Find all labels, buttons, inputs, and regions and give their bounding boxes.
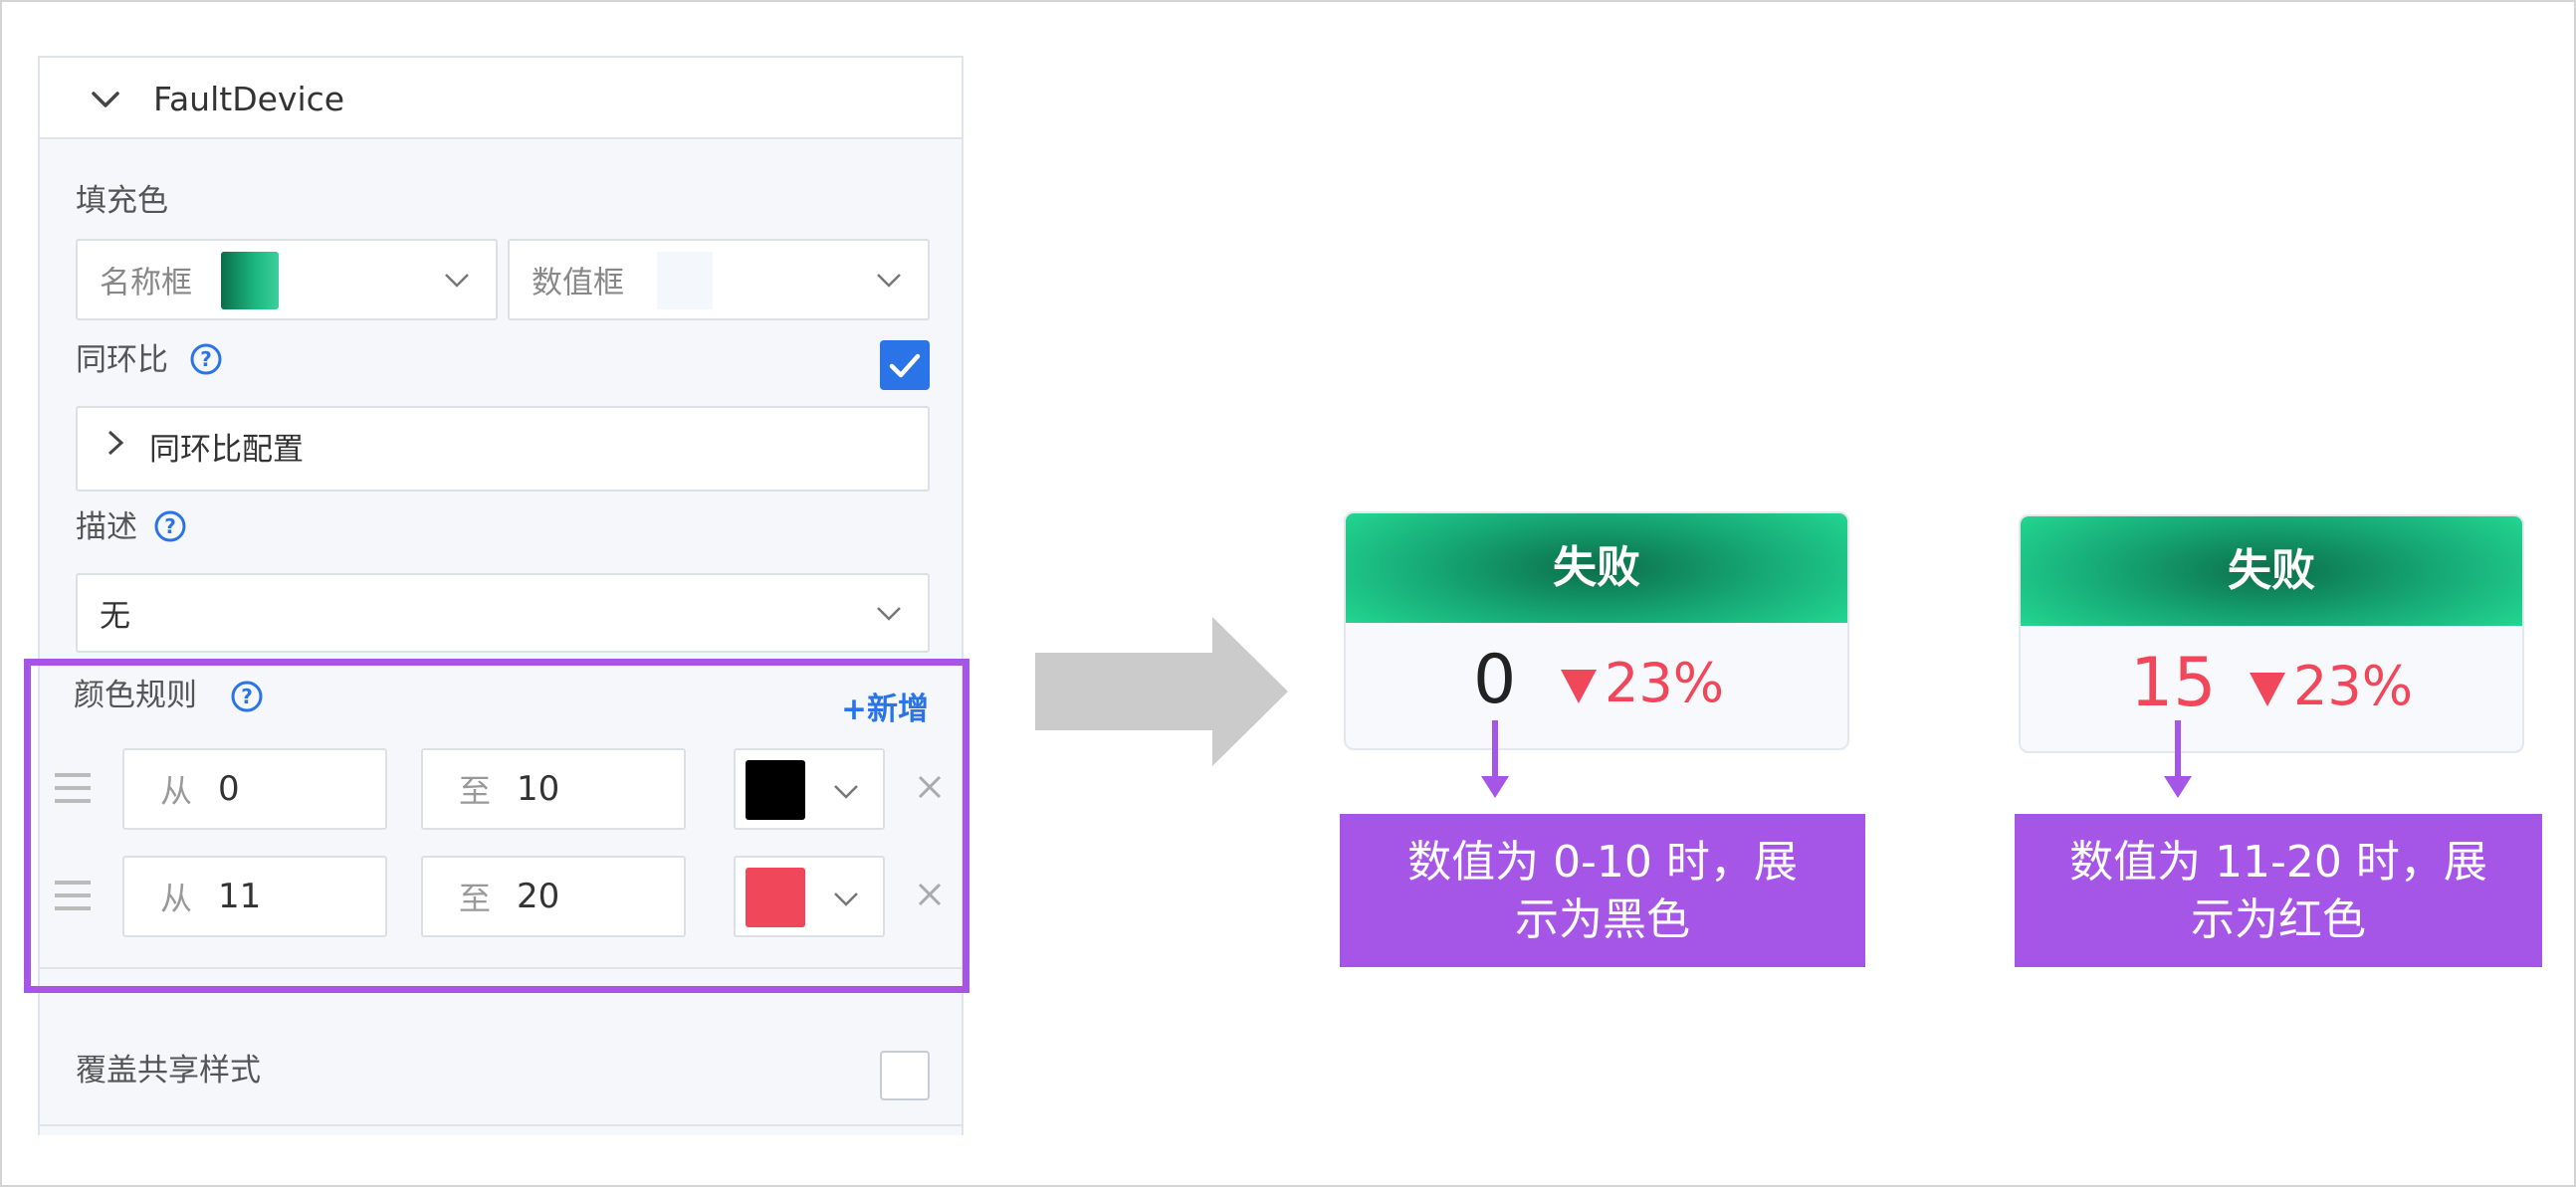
to-value: 10: [517, 769, 560, 809]
card-change: 23%: [1561, 639, 1724, 728]
chevron-down-icon: [877, 274, 901, 288]
section-divider: [40, 1124, 962, 1126]
color-rules-highlight: 颜色规则 ? +新增 从 0 至 10: [24, 659, 969, 993]
value-box-label: 数值框: [532, 265, 624, 301]
card-value: 0: [1473, 641, 1517, 719]
to-prefix: 至: [459, 772, 492, 810]
name-box-label: 名称框: [100, 265, 192, 301]
help-icon[interactable]: ?: [230, 680, 264, 713]
rule-from-input[interactable]: 从 11: [122, 856, 387, 937]
yoy-label: 同环比: [76, 342, 168, 378]
color-rules-label: 颜色规则: [74, 678, 197, 713]
override-label: 覆盖共享样式: [76, 1053, 261, 1088]
name-box-select[interactable]: 名称框: [76, 239, 498, 320]
card-value: 15: [2130, 644, 2217, 722]
chevron-down-icon: [877, 607, 901, 621]
rule-color-select[interactable]: [734, 748, 885, 830]
card-change: 23%: [2250, 642, 2413, 731]
to-prefix: 至: [459, 880, 492, 917]
panel-header[interactable]: FaultDevice: [40, 56, 962, 139]
add-rule-button[interactable]: +新增: [841, 692, 929, 727]
triangle-down-icon: [2250, 673, 2285, 707]
svg-text:?: ?: [200, 347, 212, 371]
from-prefix: 从: [160, 772, 193, 810]
pointer-line: [1492, 720, 1498, 778]
value-box-select[interactable]: 数值框: [508, 239, 930, 320]
description-label: 描述: [76, 509, 137, 545]
description-select[interactable]: 无: [76, 573, 930, 653]
description-value: 无: [100, 598, 130, 635]
stat-card-black: 失败 0 23%: [1344, 511, 1849, 750]
chevron-down-icon: [445, 274, 469, 288]
svg-text:?: ?: [241, 685, 253, 708]
callout-line: 示为黑色: [1515, 894, 1690, 945]
value-box-color-swatch: [657, 252, 713, 309]
from-value: 11: [218, 877, 262, 916]
stat-card-red: 失败 15 23%: [2019, 514, 2524, 753]
pointer-arrowhead: [2164, 776, 2192, 798]
yoy-config-collapse[interactable]: 同环比配置: [76, 406, 930, 492]
chevron-right-icon: [107, 430, 124, 456]
section-divider: [40, 967, 962, 969]
chevron-down-icon: [834, 785, 858, 799]
right-arrow-icon: [1035, 617, 1288, 766]
triangle-down-icon: [1561, 670, 1597, 704]
chevron-down-icon: [834, 892, 858, 906]
config-panel: FaultDevice 填充色 名称框 数值框 同环比 ?: [38, 56, 964, 1135]
card-change-value: 23%: [1605, 652, 1725, 714]
rule-color-select[interactable]: [734, 856, 885, 937]
drag-handle-icon[interactable]: [53, 878, 93, 913]
from-prefix: 从: [160, 880, 193, 917]
callout-black-rule: 数值为 0-10 时，展 示为黑色: [1340, 814, 1865, 967]
callout-line: 数值为 0-10 时，展: [1407, 837, 1798, 888]
rule-from-input[interactable]: 从 0: [122, 748, 387, 830]
card-title: 失败: [2228, 545, 2315, 596]
check-icon: [889, 353, 921, 378]
to-value: 20: [517, 877, 560, 916]
card-title: 失败: [1553, 542, 1640, 593]
close-icon[interactable]: [915, 772, 945, 802]
panel-title: FaultDevice: [153, 80, 345, 118]
help-icon[interactable]: ?: [189, 342, 223, 376]
yoy-config-label: 同环比配置: [149, 432, 304, 468]
close-icon[interactable]: [915, 880, 945, 909]
name-box-color-swatch: [221, 252, 279, 309]
override-checkbox[interactable]: [880, 1051, 930, 1100]
callout-red-rule: 数值为 11-20 时，展 示为红色: [2015, 814, 2542, 967]
color-rule-row: 从 11 至 20: [31, 856, 963, 939]
help-icon[interactable]: ?: [153, 509, 187, 543]
rule-color-swatch: [746, 760, 805, 820]
card-change-value: 23%: [2293, 655, 2414, 717]
fill-color-label: 填充色: [76, 183, 168, 219]
rule-color-swatch: [746, 868, 805, 927]
pointer-line: [2175, 720, 2181, 778]
rule-to-input[interactable]: 至 20: [421, 856, 686, 937]
card-header: [1346, 513, 1847, 623]
chevron-down-icon[interactable]: [88, 82, 123, 117]
from-value: 0: [218, 769, 240, 809]
callout-line: 示为红色: [2191, 894, 2366, 945]
drag-handle-icon[interactable]: [53, 770, 93, 806]
color-rule-row: 从 0 至 10: [31, 748, 963, 832]
pointer-arrowhead: [1481, 776, 1509, 798]
callout-line: 数值为 11-20 时，展: [2069, 837, 2487, 888]
svg-text:?: ?: [164, 514, 176, 538]
rule-to-input[interactable]: 至 10: [421, 748, 686, 830]
card-header: [2021, 516, 2522, 626]
yoy-checkbox[interactable]: [880, 340, 930, 390]
